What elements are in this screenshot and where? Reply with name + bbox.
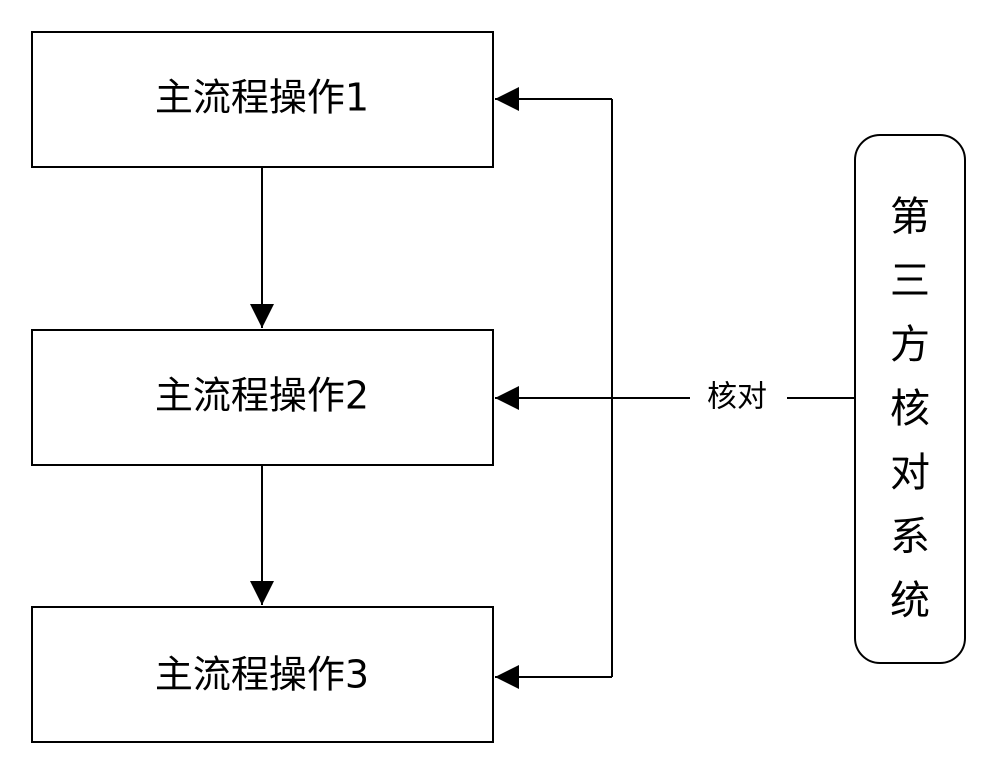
process-step-1: 主流程操作1	[31, 31, 494, 168]
third-party-system-label: 第三方核对系统	[890, 194, 930, 624]
process-step-1-label: 主流程操作1	[155, 76, 369, 120]
process-step-3-label: 主流程操作3	[155, 653, 369, 697]
process-step-2-label: 主流程操作2	[155, 374, 369, 418]
verify-edge-label: 核对	[707, 380, 767, 415]
process-step-2: 主流程操作2	[31, 329, 494, 466]
third-party-verification-system: 第三方核对系统	[854, 134, 966, 664]
process-step-3: 主流程操作3	[31, 606, 494, 743]
